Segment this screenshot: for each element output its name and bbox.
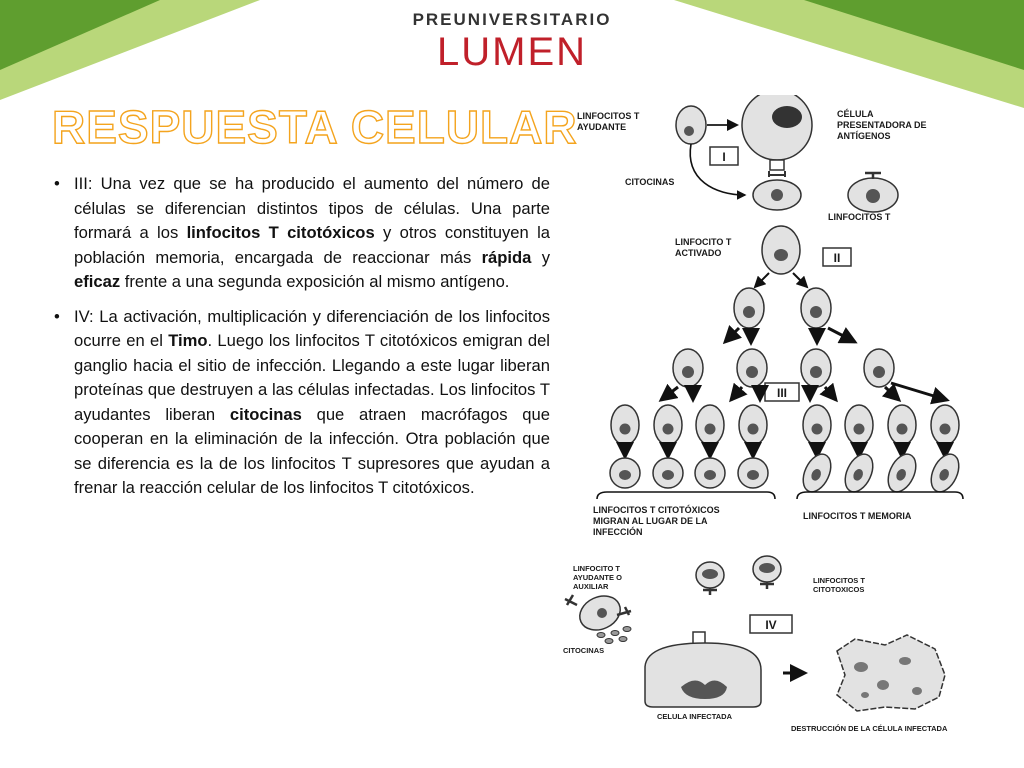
label-aux-l3: AUXILIAR bbox=[573, 582, 609, 591]
infected-cell bbox=[644, 631, 762, 708]
proliferating-cell bbox=[733, 287, 765, 329]
stage-label-ii: II bbox=[834, 251, 841, 265]
memory-cell bbox=[844, 453, 874, 493]
proliferating-cell bbox=[800, 287, 832, 329]
proliferating-cell bbox=[695, 404, 725, 446]
helper-cell-releasing bbox=[564, 594, 632, 631]
proliferating-cell bbox=[844, 404, 874, 446]
bracket-cytotoxic bbox=[596, 491, 776, 500]
stage-label-iii: III bbox=[777, 386, 787, 400]
label-citocinas-2: CITOCINAS bbox=[563, 646, 604, 655]
proliferating-cell bbox=[672, 348, 704, 388]
label-memoria: LINFOCITOS T MEMORIA bbox=[803, 511, 912, 521]
bullet-item: IV: La activación, multiplicación y dife… bbox=[50, 305, 550, 501]
proliferating-cell bbox=[930, 404, 960, 446]
proliferating-cell bbox=[887, 404, 917, 446]
bracket-memory bbox=[796, 491, 964, 500]
antigen-presenting-cell bbox=[741, 95, 813, 171]
proliferating-cell bbox=[800, 348, 832, 388]
label-apc-l2: PRESENTADORA DE bbox=[837, 120, 927, 130]
proliferating-cell bbox=[736, 348, 768, 388]
proliferating-cell bbox=[653, 404, 683, 446]
label-destruccion: DESTRUCCIÓN DE LA CÉLULA INFECTADA bbox=[791, 724, 948, 733]
cytotoxic-cell bbox=[694, 457, 726, 489]
label-activado-l2: ACTIVADO bbox=[675, 248, 721, 258]
destroyed-cell bbox=[836, 634, 946, 712]
label-citotoxicos-l1: LINFOCITOS T bbox=[813, 576, 865, 585]
proliferating-cell bbox=[738, 404, 768, 446]
memory-cell bbox=[802, 453, 832, 493]
bullet-emphasis: rápida bbox=[481, 247, 532, 267]
stage-box-iv bbox=[749, 614, 793, 634]
cytotoxic-t-cell bbox=[752, 555, 782, 589]
label-citotoxicos-l2: CITOTOXICOS bbox=[813, 585, 864, 594]
green-leaf-decoration-right bbox=[674, 0, 1024, 108]
bullet-text: III: Una vez que se ha producido el aume… bbox=[74, 174, 550, 242]
green-leaf-decoration-left bbox=[0, 0, 260, 100]
arrow-row2-row3 bbox=[827, 326, 858, 344]
label-celula-infectada: CELULA INFECTADA bbox=[657, 712, 733, 721]
label-apc-l1: CÉLULA bbox=[837, 109, 874, 119]
t-cell-receptor-cell bbox=[752, 171, 802, 211]
arrow-split-left bbox=[753, 272, 770, 289]
brand-pre: PREUNIVERSITARIO bbox=[412, 10, 612, 29]
activated-t-lymphocyte bbox=[761, 225, 801, 275]
brand-main: LUMEN bbox=[436, 30, 588, 74]
bullet-emphasis: Timo bbox=[168, 331, 208, 350]
proliferating-cell bbox=[610, 404, 640, 446]
label-apc-l3: ANTÍGENOS bbox=[837, 131, 891, 141]
stage-box-i bbox=[709, 146, 739, 166]
label-migran-l2: MIGRAN AL LUGAR DE LA bbox=[593, 516, 708, 526]
bullet-text: frente a una segunda exposición al mismo… bbox=[120, 272, 510, 291]
stage-box-ii bbox=[822, 247, 852, 267]
label-aux-l1: LINFOCITO T bbox=[573, 564, 620, 573]
label-migran-l3: INFECCIÓN bbox=[593, 526, 643, 537]
stage-label-iv: IV bbox=[765, 618, 776, 632]
slide-title: RESPUESTA CELULAR bbox=[51, 100, 578, 153]
cytotoxic-cell bbox=[737, 457, 769, 489]
cytotoxic-t-cell bbox=[695, 561, 725, 595]
label-migran-l1: LINFOCITOS T CITOTÓXICOS bbox=[593, 504, 720, 515]
memory-cell bbox=[930, 453, 960, 493]
proliferating-cell bbox=[802, 404, 832, 446]
cytotoxic-cell bbox=[609, 457, 641, 489]
label-helper-l2: AYUDANTE bbox=[577, 122, 626, 132]
label-linfocitos-t: LINFOCITOS T bbox=[828, 212, 891, 222]
bullet-list: III: Una vez que se ha producido el aume… bbox=[50, 172, 550, 511]
bullet-emphasis: citocinas bbox=[229, 404, 302, 424]
arrows-row4-row5 bbox=[616, 442, 954, 460]
bullet-text: y otros constituyen la población memoria… bbox=[74, 223, 550, 267]
arrow-row2-row3 bbox=[722, 325, 742, 345]
memory-cell bbox=[887, 453, 917, 493]
label-helper-l1: LINFOCITOS T bbox=[577, 111, 640, 121]
bullet-item: III: Una vez que se ha producido el aume… bbox=[50, 172, 550, 295]
proliferating-cell bbox=[863, 348, 895, 388]
arrow-split-right bbox=[792, 272, 809, 289]
immune-response-diagram: LINFOCITOS T AYUDANTE CÉLULA PRESENTADOR… bbox=[563, 95, 964, 733]
t-lymphocyte bbox=[847, 171, 899, 213]
label-activado-l1: LINFOCITO T bbox=[675, 237, 732, 247]
leaf-shape-dark bbox=[804, 0, 1024, 70]
citocina-particles bbox=[596, 626, 632, 644]
label-aux-l2: AYUDANTE O bbox=[573, 573, 622, 582]
bullet-text: IV: La activación, multiplicación y dife… bbox=[74, 306, 550, 351]
stage-label-i: I bbox=[722, 150, 725, 164]
arrows-row3-row4 bbox=[658, 381, 950, 405]
brand-logo: PREUNIVERSITARIO LUMEN bbox=[0, 10, 1024, 72]
label-citocinas: CITOCINAS bbox=[625, 177, 674, 187]
helper-t-cell bbox=[675, 105, 707, 145]
bullet-emphasis: linfocitos T citotóxicos bbox=[186, 223, 375, 242]
cytotoxic-cell bbox=[652, 457, 684, 489]
leaf-shape-dark bbox=[0, 0, 160, 70]
bullet-text: . Luego los linfocitos T citotóxicos emi… bbox=[74, 331, 550, 424]
arrow-helper-to-citocinas bbox=[689, 143, 747, 200]
bullet-emphasis: eficaz bbox=[74, 272, 121, 291]
bullet-text: y bbox=[531, 247, 550, 267]
bullet-text: que atraen macrófagos que cooperan en la… bbox=[74, 404, 550, 498]
